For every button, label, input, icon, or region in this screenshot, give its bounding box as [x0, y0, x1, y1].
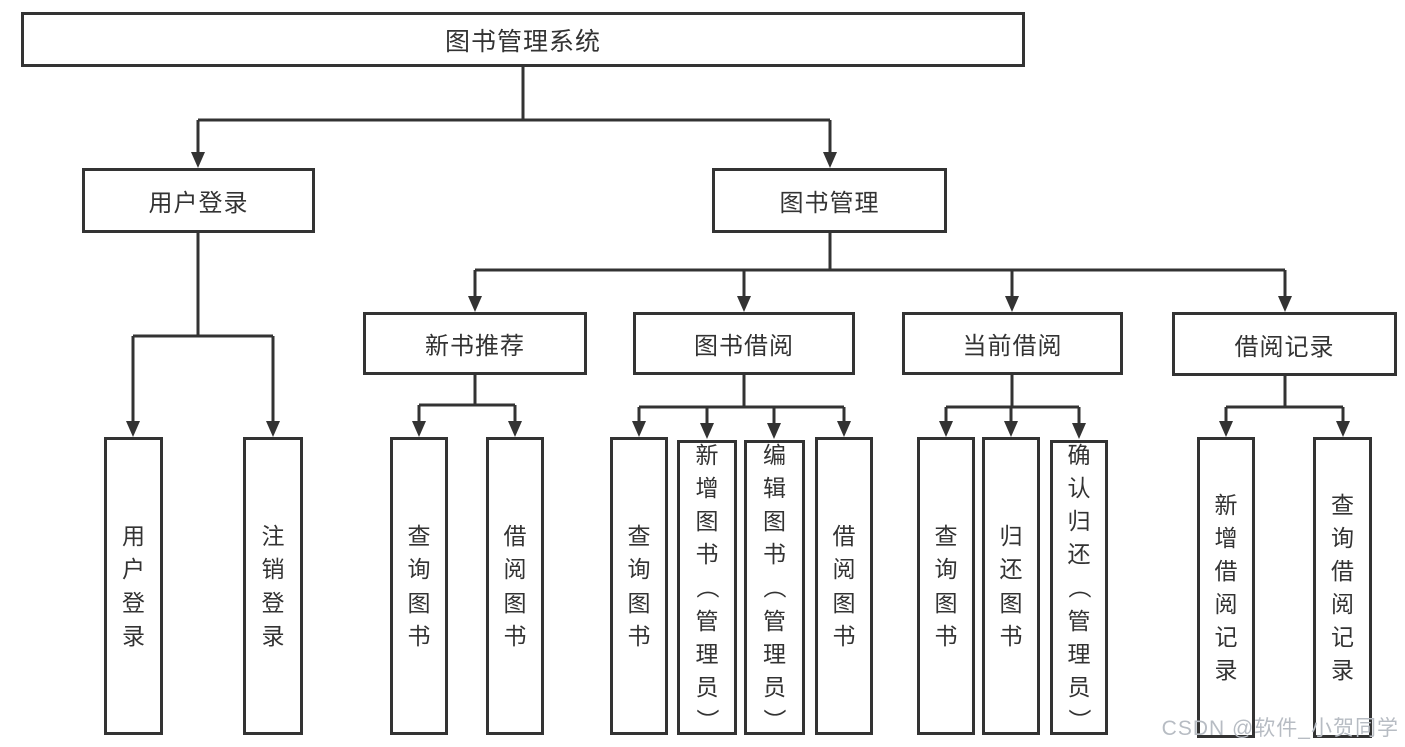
node-leaf-rec-borrow-book: 借阅图书 — [486, 437, 544, 735]
node-label: 查询图书 — [407, 523, 431, 649]
node-label: 图书借阅 — [694, 333, 794, 360]
node-label: 当前借阅 — [962, 333, 1063, 360]
node-leaf-bb-add-book-admin: 新增图书（管理员） — [677, 440, 737, 735]
node-label: 用户登录 — [148, 190, 249, 217]
node-current-borrow: 当前借阅 — [902, 312, 1123, 375]
node-label: 图书管理 — [779, 190, 880, 217]
edge-user-login-children — [126, 233, 280, 437]
node-label: 注销登录 — [261, 523, 285, 649]
edge-current-borrow-children — [939, 375, 1086, 439]
edge-book-mgmt-children — [468, 233, 1292, 312]
node-label: 借阅记录 — [1234, 333, 1335, 361]
node-leaf-bb-edit-book-admin: 编辑图书（管理员） — [744, 440, 805, 735]
node-leaf-cb-return-book: 归还图书 — [982, 437, 1040, 735]
node-label: 查询借阅记录 — [1331, 491, 1354, 684]
node-label: 借阅图书 — [832, 523, 856, 649]
node-borrow-record: 借阅记录 — [1172, 312, 1397, 376]
node-label: 用户登录 — [122, 523, 145, 649]
node-label: 查询图书 — [934, 523, 958, 649]
node-leaf-bb-query-book: 查询图书 — [610, 437, 668, 735]
node-user-login: 用户登录 — [82, 168, 315, 233]
node-leaf-user-login: 用户登录 — [104, 437, 163, 735]
node-leaf-br-query-record: 查询借阅记录 — [1313, 437, 1372, 738]
node-leaf-cb-confirm-return-admin: 确认归还（管理员） — [1050, 440, 1108, 735]
node-label: 查询图书 — [627, 523, 651, 649]
node-new-book-recommend: 新书推荐 — [363, 312, 587, 375]
node-label: 编辑图书（管理员） — [761, 441, 788, 732]
node-label: 新增图书（管理员） — [694, 441, 721, 732]
edge-book-borrow-children — [632, 375, 851, 439]
node-book-borrow: 图书借阅 — [633, 312, 855, 375]
node-label: 图书管理系统 — [444, 27, 601, 56]
node-leaf-rec-query-book: 查询图书 — [390, 437, 448, 735]
csdn-watermark: CSDN @软件_小贺同学 — [1161, 717, 1399, 740]
node-book-management: 图书管理 — [712, 168, 947, 233]
node-label: 新书推荐 — [425, 333, 525, 360]
edge-new-book-rec-children — [412, 375, 522, 437]
edge-root-to-level2 — [191, 67, 837, 168]
node-leaf-cb-query-book: 查询图书 — [917, 437, 975, 735]
node-library-management-system: 图书管理系统 — [21, 12, 1025, 67]
node-leaf-br-add-record: 新增借阅记录 — [1197, 437, 1255, 738]
node-leaf-bb-borrow-book: 借阅图书 — [815, 437, 873, 735]
node-label: 新增借阅记录 — [1214, 491, 1238, 684]
node-label: 借阅图书 — [503, 523, 527, 649]
node-label: 确认归还（管理员） — [1066, 441, 1093, 732]
node-leaf-logout: 注销登录 — [243, 437, 303, 735]
node-label: 归还图书 — [999, 523, 1023, 649]
edge-borrow-record-children — [1219, 375, 1350, 437]
